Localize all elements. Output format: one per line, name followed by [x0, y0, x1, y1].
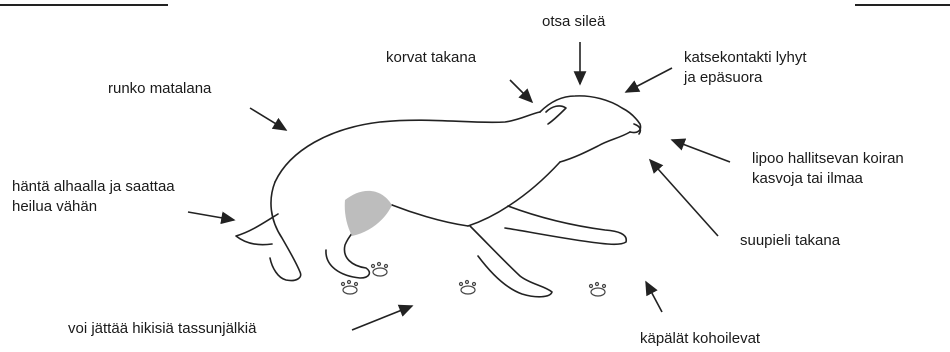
arrow-eye-contact	[626, 68, 672, 92]
label-eye-contact-line1: katsekontakti lyhyt	[684, 49, 807, 67]
arrow-ears	[510, 80, 532, 102]
dog-jaw	[560, 132, 630, 162]
dog-front-leg	[505, 206, 626, 244]
arrow-licks	[672, 140, 730, 162]
dog-back	[275, 112, 540, 182]
dog-ear	[546, 106, 566, 124]
label-sweat: voi jättää hikisiä tassunjälkiä	[68, 320, 256, 338]
label-licks-line1: lipoo hallitsevan koiran	[752, 150, 904, 168]
dog-tail	[236, 214, 278, 245]
dog-head	[540, 96, 641, 133]
dog-figure	[236, 96, 641, 297]
arrow-paws	[646, 282, 662, 312]
dog-belly	[392, 205, 468, 226]
dog-shade	[345, 191, 392, 236]
paw-print	[342, 281, 358, 295]
dog-front-leg-2	[470, 226, 552, 297]
paw-prints	[342, 263, 606, 297]
label-tail-line2: heilua vähän	[12, 198, 97, 216]
paw-print	[372, 263, 388, 277]
label-mouth: suupieli takana	[740, 232, 840, 250]
dog-haunch	[270, 182, 301, 281]
arrow-tail	[188, 212, 234, 220]
label-ears: korvat takana	[386, 49, 476, 67]
label-body: runko matalana	[108, 80, 211, 98]
annotation-arrows	[188, 42, 730, 330]
paw-print	[590, 283, 606, 297]
paw-print	[460, 281, 476, 295]
label-eye-contact-line2: ja epäsuora	[684, 69, 762, 87]
label-forehead: otsa sileä	[542, 13, 605, 31]
label-tail-line1: häntä alhaalla ja saattaa	[12, 178, 175, 196]
dog-chest	[468, 162, 560, 226]
arrow-sweat	[352, 306, 412, 330]
arrow-body	[250, 108, 286, 130]
label-licks-line2: kasvoja tai ilmaa	[752, 170, 863, 188]
arrow-mouth	[650, 160, 718, 236]
label-paws: käpälät kohoilevat	[640, 330, 760, 348]
